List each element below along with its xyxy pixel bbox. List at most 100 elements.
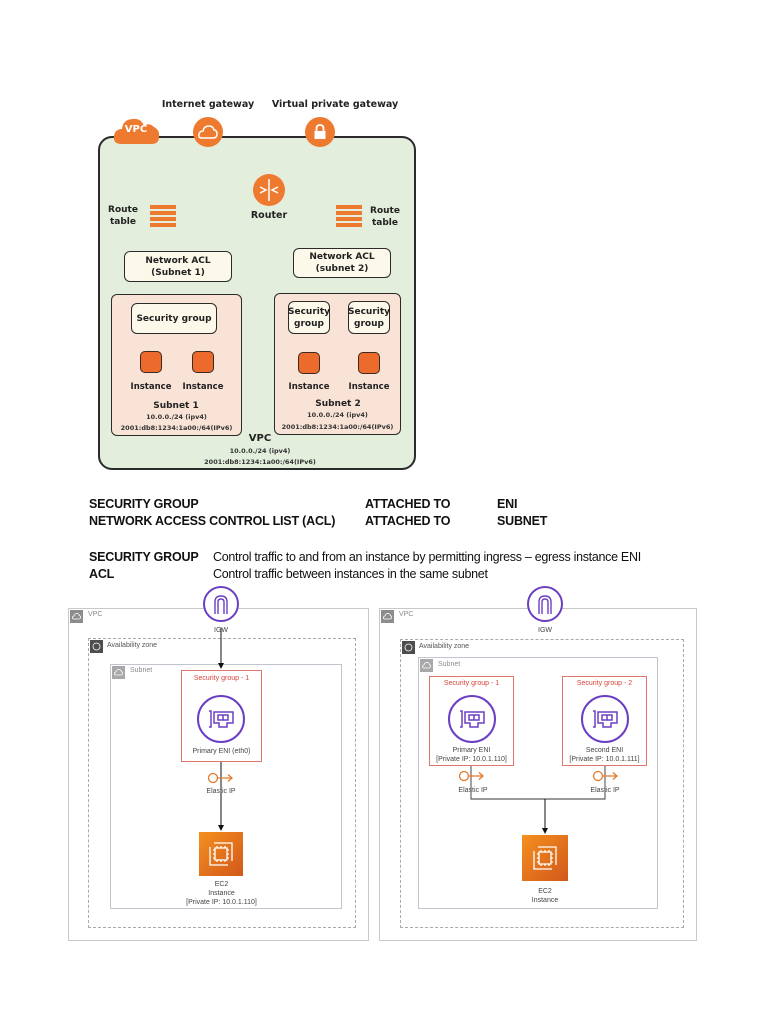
subnet-label: Subnet — [438, 661, 461, 668]
subnet-group — [418, 657, 658, 909]
instance-icon — [140, 351, 162, 373]
elastic-ip-2-label: Elastic IP — [590, 787, 620, 794]
ec2-name: EC2 — [538, 888, 552, 895]
route-table-right-label: Route table — [368, 205, 402, 229]
attachment-item: NETWORK ACCESS CONTROL LIST (ACL) — [89, 514, 336, 528]
eni-icon — [197, 695, 245, 743]
instance-icon — [358, 352, 380, 374]
route-table-left-line-2: table — [109, 217, 136, 227]
instance-label: Instance — [130, 382, 172, 392]
lock-icon — [305, 117, 335, 147]
ec2-label: EC2 Instance [Private IP: 10.0.1.110] — [181, 880, 262, 907]
vpc-cloud-icon — [381, 610, 394, 623]
attachment-target: ENI — [497, 497, 518, 511]
nacl-1-line-1: Network ACL — [145, 255, 211, 266]
instance-icon — [192, 351, 214, 373]
subnet-icon — [112, 666, 125, 679]
virtual-private-gateway-label: Virtual private gateway — [271, 99, 399, 110]
subnet-2-title: Subnet 2 — [315, 399, 361, 409]
subnet-1-title: Subnet 1 — [153, 401, 199, 411]
vpc-label: VPC — [88, 611, 103, 618]
subnet-2-ipv6: 2001:db8:1234:1a00:/64(IPv6) — [281, 423, 394, 431]
eni-private-ip: [Private IP: 10.0.1.111] — [569, 756, 640, 763]
ec2-type: Instance — [208, 890, 235, 897]
ec2-instance-icon — [199, 832, 243, 876]
instance-icon — [298, 352, 320, 374]
attachment-target: SUBNET — [497, 514, 548, 528]
subnet-group — [110, 664, 342, 909]
internet-gateway-label: Internet gateway — [161, 99, 255, 110]
sg-line-1: Security — [347, 306, 391, 317]
route-table-right-icon — [336, 205, 362, 227]
availability-zone-group — [400, 639, 684, 928]
elastic-ip-icon — [207, 772, 233, 784]
subnet-2-security-group-2: Security group — [348, 301, 390, 334]
availability-zone-label: Availability zone — [419, 643, 470, 650]
eni-name: Second ENI — [585, 747, 624, 754]
attachment-relation: ATTACHED TO — [365, 514, 451, 528]
subnet-1-ipv4: 10.0.0./24 (ipv4) — [146, 413, 207, 421]
eni-icon — [581, 695, 629, 743]
definition-term: ACL — [89, 567, 115, 581]
vpc-title: VPC — [248, 433, 272, 444]
subnet-2-ipv4: 10.0.0./24 (ipv4) — [307, 411, 368, 419]
eni-label: Primary ENI (eth0) — [192, 748, 251, 755]
elastic-ip-1-label: Elastic IP — [458, 787, 488, 794]
sg-line-2: group — [294, 318, 324, 329]
ec2-name: EC2 — [214, 881, 229, 888]
definition-text: Control traffic to and from an instance … — [213, 550, 641, 564]
nacl-2-line-2: (subnet 2) — [315, 264, 369, 274]
elastic-ip-icon — [458, 770, 484, 782]
nacl-2-line-1: Network ACL — [309, 252, 375, 262]
vpc-ipv4: 10.0.0./24 (ipv4) — [229, 447, 291, 455]
route-table-left-line-1: Route — [108, 205, 138, 215]
igw-icon — [527, 586, 563, 622]
availability-zone-group — [88, 638, 356, 928]
elastic-ip-label: Elastic IP — [206, 788, 236, 795]
vpc-cloud-icon — [70, 610, 83, 623]
igw-label: IGW — [214, 627, 228, 634]
instance-label: Instance — [182, 382, 224, 392]
security-group-1-label: Security group - 1 — [193, 675, 250, 682]
subnet-1-ipv6: 2001:db8:1234:1a00:/64(IPv6) — [120, 424, 233, 432]
eni-name: Primary ENI — [452, 747, 491, 754]
ec2-instance-icon — [522, 835, 568, 881]
route-table-left-label: Route table — [106, 204, 140, 228]
vpc-label: VPC — [399, 611, 414, 618]
ec2-private-ip: [Private IP: 10.0.1.110] — [186, 899, 257, 906]
definition-term: SECURITY GROUP — [89, 550, 199, 564]
second-eni-label: Second ENI [Private IP: 10.0.1.111] — [562, 746, 647, 764]
ec2-label: EC2 Instance — [505, 887, 585, 905]
sg-line-1: Security — [287, 306, 331, 317]
security-group-1-label: Security group - 1 — [443, 680, 500, 687]
router-icon — [253, 174, 285, 206]
instance-label: Instance — [288, 382, 330, 392]
vpc-badge-label: VPC — [124, 124, 148, 135]
availability-zone-icon — [90, 640, 103, 653]
security-group-2-label: Security group - 2 — [576, 680, 633, 687]
route-table-left-icon — [150, 205, 176, 227]
subnet-icon — [420, 659, 433, 672]
primary-eni-label: Primary ENI [Private IP: 10.0.1.110] — [429, 746, 514, 764]
subnet-label: Subnet — [130, 667, 153, 674]
subnet-1-security-group: Security group — [131, 303, 217, 334]
vpc-cloud-icon — [113, 118, 160, 144]
router-label: Router — [250, 210, 288, 221]
igw-icon — [203, 586, 239, 622]
eni-private-ip: [Private IP: 10.0.1.110] — [436, 756, 507, 763]
subnet-2-security-group-1: Security group — [288, 301, 330, 334]
internet-gateway-icon — [193, 117, 223, 147]
elastic-ip-icon — [592, 770, 618, 782]
network-acl-subnet-1: Network ACL (Subnet 1) — [124, 251, 232, 282]
ec2-type: Instance — [531, 897, 559, 904]
eni-icon — [448, 695, 496, 743]
availability-zone-label: Availability zone — [107, 642, 158, 649]
availability-zone-icon — [402, 641, 415, 654]
network-acl-subnet-2: Network ACL (subnet 2) — [293, 248, 391, 278]
igw-label: IGW — [538, 627, 552, 634]
definition-text: Control traffic between instances in the… — [213, 567, 488, 581]
route-table-right-line-2: table — [371, 218, 398, 228]
instance-label: Instance — [348, 382, 390, 392]
nacl-1-line-2: (Subnet 1) — [151, 267, 205, 278]
route-table-right-line-1: Route — [370, 206, 400, 216]
